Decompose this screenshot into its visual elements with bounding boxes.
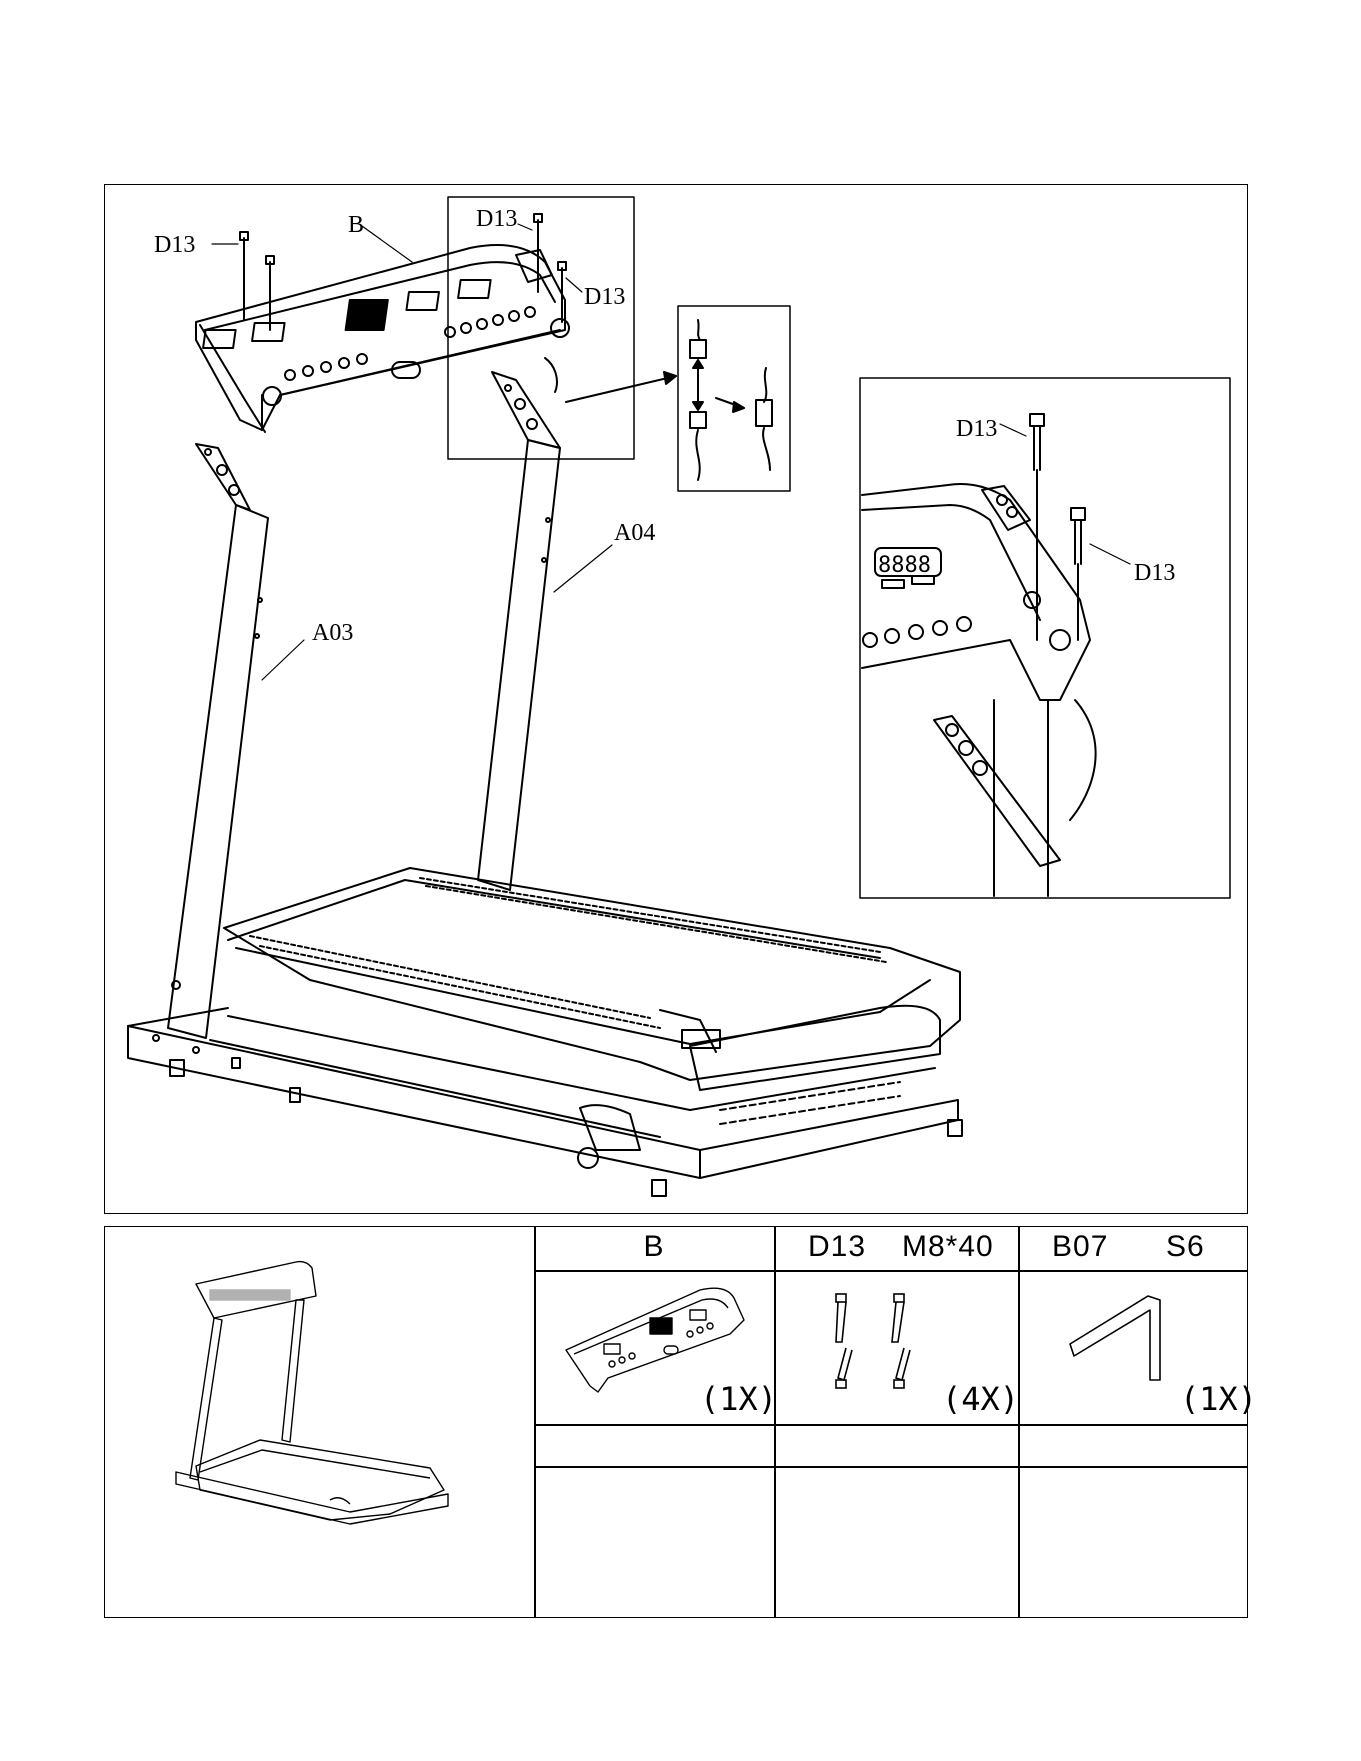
callout-d13-left: D13 [154,232,195,258]
table-divider [1018,1226,1020,1618]
callout-d13-right: D13 [584,284,625,310]
callout-d13-top: D13 [476,206,517,232]
qty-console: (1X) [700,1380,777,1418]
callout-d13-zoom-top: D13 [956,416,997,442]
qty-bolts: (4X) [942,1380,1019,1418]
svg-text:8888: 8888 [878,553,931,578]
table-header-console: B [534,1230,774,1264]
table-divider [534,1424,1248,1426]
table-header-bolt-code: D13 [808,1230,866,1264]
table-header-key-spec: S6 [1166,1230,1205,1264]
table-divider [774,1226,776,1618]
table-header-key-code: B07 [1052,1230,1108,1264]
wire-detail-box [678,306,790,491]
parts-table-frame [104,1226,1248,1618]
callout-d13-zoom-right: D13 [1134,560,1175,586]
table-divider [534,1226,536,1618]
console-b-drawing [196,245,569,432]
zoom-detail-drawing: 8888 [862,414,1130,896]
callout-a04: A04 [614,520,655,546]
part-code: B [643,1230,664,1263]
table-divider [534,1270,1248,1272]
callout-console-b: B [348,212,364,238]
upright-a04-drawing [478,358,676,890]
treadmill-base-drawing [128,868,962,1196]
table-header-bolt-spec: M8*40 [902,1230,994,1264]
qty-hex-key: (1X) [1180,1380,1257,1418]
table-divider [534,1466,1248,1468]
wire-connector-drawing [690,320,772,480]
callout-a03: A03 [312,620,353,646]
d13-bolts-main [212,214,582,330]
